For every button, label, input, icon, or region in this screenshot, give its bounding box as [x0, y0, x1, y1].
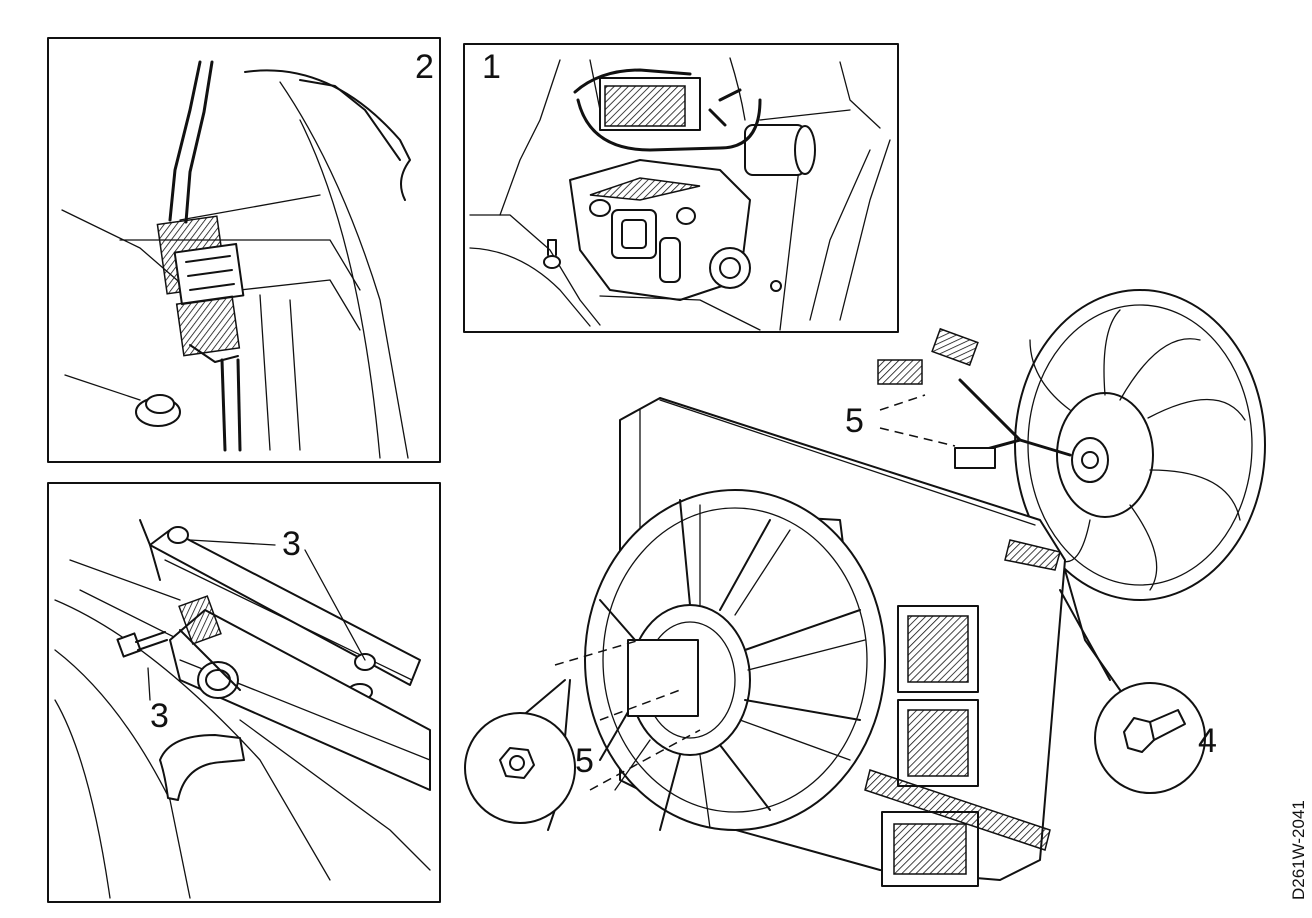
panel-2-connector-detail: 2	[47, 37, 441, 463]
rear-cooling-fan	[1014, 289, 1266, 601]
callout-5-upper: 5	[845, 402, 864, 440]
callout-4: 4	[1198, 722, 1217, 760]
nut-detail-circle	[464, 679, 576, 831]
callout-3-lower: 3	[150, 697, 169, 735]
figure-code: D261W-2041	[1289, 800, 1308, 900]
bolt-detail-circle: 4	[1059, 569, 1217, 794]
fan-connector-plug	[877, 359, 923, 385]
panel-1-engine-bay: 1	[463, 43, 899, 333]
panel-1-frame	[463, 43, 899, 333]
panel-3-frame	[47, 482, 441, 903]
callout-5-lower: 5	[575, 742, 594, 780]
fan-spokes	[599, 499, 866, 831]
panel-hose-clamp-detail: 3 3	[47, 482, 441, 903]
exploded-fan-assembly: 5	[464, 289, 1266, 887]
panel-2-frame	[47, 37, 441, 463]
panel-1-label: 1	[482, 48, 501, 86]
panel-2-label: 2	[415, 48, 434, 86]
callout-3-upper: 3	[282, 525, 301, 563]
